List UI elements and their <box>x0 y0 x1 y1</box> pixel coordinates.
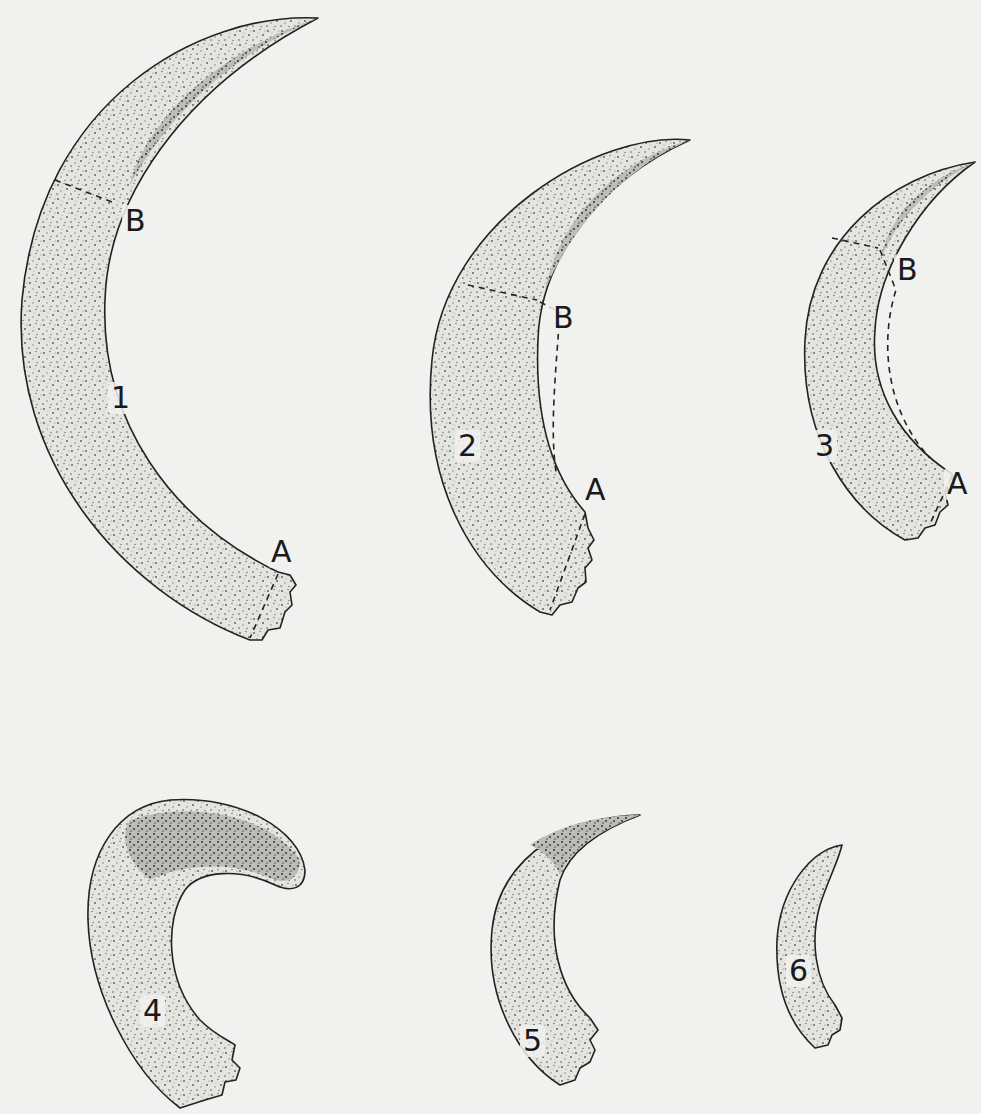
measure-line-b <box>832 238 878 248</box>
callout-label: 3 <box>812 430 837 462</box>
measure-line-b <box>55 180 112 202</box>
claw-outline <box>777 845 842 1048</box>
callout-label: 4 <box>140 995 165 1027</box>
callout-label: A <box>268 536 295 568</box>
claw-dark-edge <box>545 140 690 290</box>
claw-dark-edge <box>130 18 318 185</box>
measure-line-b <box>468 285 537 300</box>
callout-label: B <box>550 302 577 334</box>
callout-label: A <box>944 468 971 500</box>
callout-label: 1 <box>108 382 133 414</box>
measure-line-a <box>250 574 278 638</box>
callout-label: B <box>894 254 921 286</box>
claw-dark-edge <box>880 162 975 262</box>
callout-label: B <box>122 205 149 237</box>
callout-label: 6 <box>786 955 811 987</box>
claw-dark-edge <box>125 811 300 881</box>
callout-label: 2 <box>455 430 480 462</box>
claw-outline <box>805 162 975 540</box>
claw-dark-edge <box>530 815 640 875</box>
claw-outline <box>430 139 690 615</box>
measure-line-a <box>550 514 585 610</box>
claw-outline <box>21 18 318 640</box>
claw-outline <box>491 815 640 1085</box>
callout-label: A <box>582 474 609 506</box>
measure-curve <box>880 250 930 458</box>
claw-outline <box>88 800 305 1108</box>
callout-label: 5 <box>520 1025 545 1057</box>
